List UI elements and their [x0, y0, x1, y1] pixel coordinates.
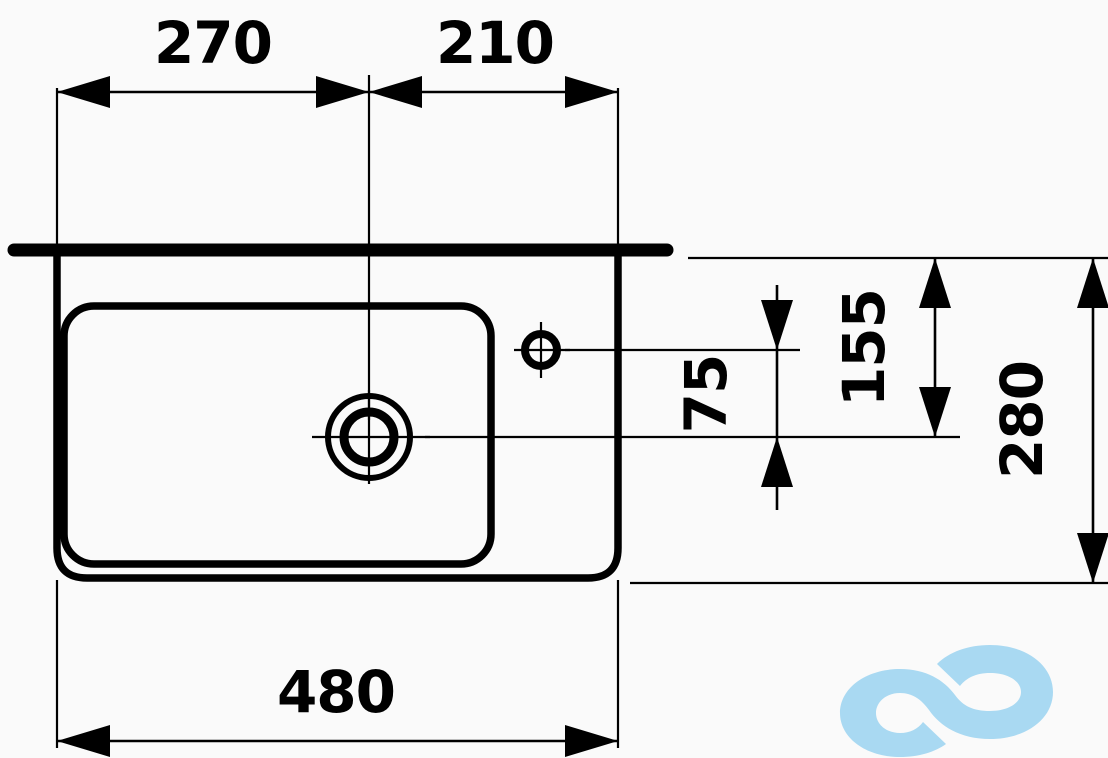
arrowhead-210-left: [369, 76, 422, 108]
top-dimension-group: 270 210: [55, 9, 620, 420]
dimension-label-210: 210: [436, 9, 554, 77]
arrowhead-480-right: [565, 725, 618, 757]
arrowhead-480-left: [57, 725, 110, 757]
dimension-label-280: 280: [988, 361, 1056, 479]
infinity-logo-watermark: [840, 645, 1053, 757]
arrowhead-155-top: [919, 258, 951, 308]
arrowhead-280-top: [1077, 258, 1108, 308]
arrowhead-75-bottom: [761, 437, 793, 487]
dimension-label-75: 75: [672, 355, 740, 434]
arrowhead-270-right: [316, 76, 369, 108]
tap-hole: [514, 322, 570, 378]
washbasin-outline-group: [7, 243, 674, 582]
dimension-label-270: 270: [154, 9, 272, 77]
dimension-group-75: 75: [672, 285, 793, 510]
dimension-group-480: 480: [55, 580, 620, 757]
dimension-label-155: 155: [830, 289, 898, 407]
arrowhead-210-right: [565, 76, 618, 108]
dimension-label-480: 480: [277, 658, 395, 726]
arrowhead-270-left: [57, 76, 110, 108]
dimension-group-155: 155: [830, 258, 951, 437]
dimension-group-280: 280: [988, 258, 1108, 583]
drain-hole: [312, 390, 430, 484]
basin-recess: [60, 302, 495, 568]
arrowhead-75-top: [761, 300, 793, 350]
basin-outer-body: [53, 248, 622, 582]
right-projection-lines: [425, 256, 1108, 585]
arrowhead-280-bottom: [1077, 533, 1108, 583]
arrowhead-155-bottom: [919, 387, 951, 437]
